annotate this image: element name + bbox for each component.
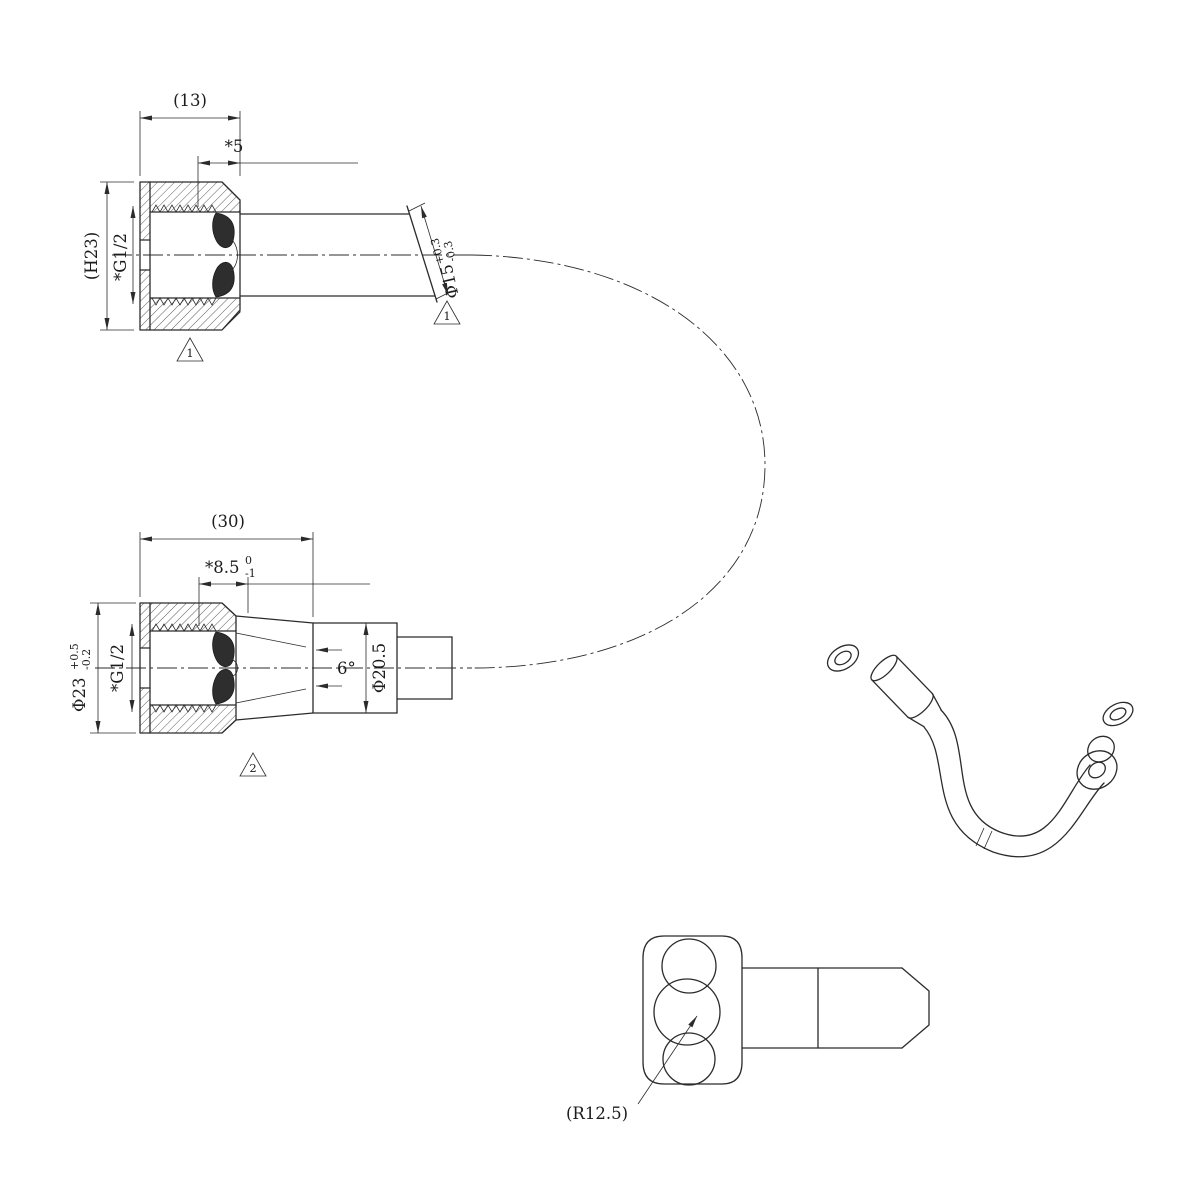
hose-centerline-curve	[471, 254, 766, 669]
hatch-wall-left-bottom	[139, 687, 151, 734]
hatch-wall-bottom	[149, 704, 237, 734]
elbow-arm-tip	[901, 967, 930, 1049]
hose-end-nut	[1076, 735, 1118, 790]
dim-thread-depth-8-5-label: *8.5	[205, 558, 240, 577]
dim-dia-23-tol-upper: +0.5	[68, 643, 81, 670]
flag-note-right-number: 1	[443, 309, 450, 323]
dim-outer-dia-20-5: Φ20.5	[363, 623, 389, 713]
hatch-wall-top	[149, 602, 237, 632]
hose-connector	[870, 654, 942, 728]
thread-profile-bottom	[151, 297, 217, 306]
cone-bottom	[235, 712, 314, 721]
dim-taper-angle-label: 6°	[337, 659, 356, 678]
flag-note-2: 2	[239, 752, 267, 777]
dim-thread-depth-tol-upper: 0	[245, 554, 252, 567]
elbow-ball-center	[653, 978, 721, 1046]
hatch-wall-left-top	[139, 181, 151, 241]
hose-edge-inner	[923, 726, 1105, 858]
dim-thread-depth-tol-lower: -1	[245, 567, 256, 580]
triangle-flag-icon	[433, 300, 461, 325]
dim-thread-depth-5-label: *5	[225, 137, 244, 156]
dim-taper-angle: 6°	[316, 647, 356, 689]
washer-top	[826, 644, 860, 672]
dim-dia-23-label: Φ23	[70, 677, 89, 712]
thread-spec-mid: *G1/2	[108, 624, 135, 712]
hose-isometric-view	[826, 644, 1134, 858]
nut-outline	[139, 181, 241, 331]
triangle-flag-icon	[176, 337, 204, 362]
elbow-ball-top	[661, 938, 717, 994]
washer-bottom	[1102, 701, 1134, 727]
dim-width-13-label: (13)	[173, 91, 207, 110]
hatch-wall-left-top	[139, 602, 151, 649]
dim-pipe-dia-tol-lower: -0.3	[441, 239, 458, 263]
dim-width-30-label: (30)	[211, 512, 245, 531]
dim-pipe-dia: Φ15 +0.3 -0.3	[408, 202, 463, 300]
hose-clip-detail	[975, 827, 993, 850]
thread-profile-top	[151, 623, 217, 632]
dim-dia-23-tol-lower: -0.2	[80, 649, 93, 670]
dim-outer-dia-20-5-label: Φ20.5	[370, 643, 389, 693]
dim-pipe-dia-tol-upper: +0.3	[428, 237, 447, 266]
dim-thread-depth-8-5: *8.5 0 -1	[198, 554, 370, 626]
gasket-bottom	[212, 668, 235, 705]
thread-spec-top: *G1/2	[111, 206, 136, 304]
gasket-lip	[232, 659, 238, 677]
dim-width-13: (13)	[139, 91, 241, 176]
elbow-fitting-view: (R12.5)	[566, 935, 930, 1123]
hatch-wall-left-bottom	[139, 269, 151, 331]
thread-spec-mid-label: *G1/2	[108, 644, 127, 692]
thread-profile-top	[151, 204, 217, 213]
gasket-lip	[232, 240, 238, 270]
gasket-top	[212, 631, 235, 668]
radius-callout: (R12.5)	[566, 1015, 698, 1123]
cone-top	[235, 615, 314, 624]
triangle-flag-icon	[239, 752, 267, 777]
dim-thread-depth-5: *5	[197, 137, 358, 207]
thread-profile-bottom	[151, 704, 217, 713]
dim-height-H23: (H23)	[82, 181, 134, 331]
inner-cone-bottom	[235, 688, 307, 704]
upper-fitting-section-view: (13) *5 (H23) *G1/2 Φ	[82, 91, 472, 362]
flag-note-left: 1	[176, 337, 204, 362]
elbow-ball-bottom	[662, 1032, 716, 1086]
lower-fitting-section-view: (30) *8.5 0 -1 Φ23 +0.5 -0.2 *G1/2	[68, 512, 472, 777]
hose-edge-outer	[940, 709, 1091, 837]
flag-note-left-number: 1	[186, 346, 193, 360]
inner-cone-top	[235, 632, 307, 648]
gasket-bottom	[212, 261, 235, 298]
dim-pipe-dia-label: Φ15	[437, 262, 463, 300]
dim-height-H23-label: (H23)	[82, 232, 101, 280]
radius-callout-label: (R12.5)	[566, 1104, 628, 1123]
dim-width-30: (30)	[139, 512, 314, 617]
thread-spec-top-label: *G1/2	[111, 233, 130, 281]
gasket-top	[212, 212, 235, 249]
flag-note-right: 1	[433, 300, 461, 325]
flag-note-2-number: 2	[249, 761, 256, 775]
elbow-body	[642, 935, 743, 1085]
dim-dia-23: Φ23 +0.5 -0.2	[68, 602, 136, 734]
